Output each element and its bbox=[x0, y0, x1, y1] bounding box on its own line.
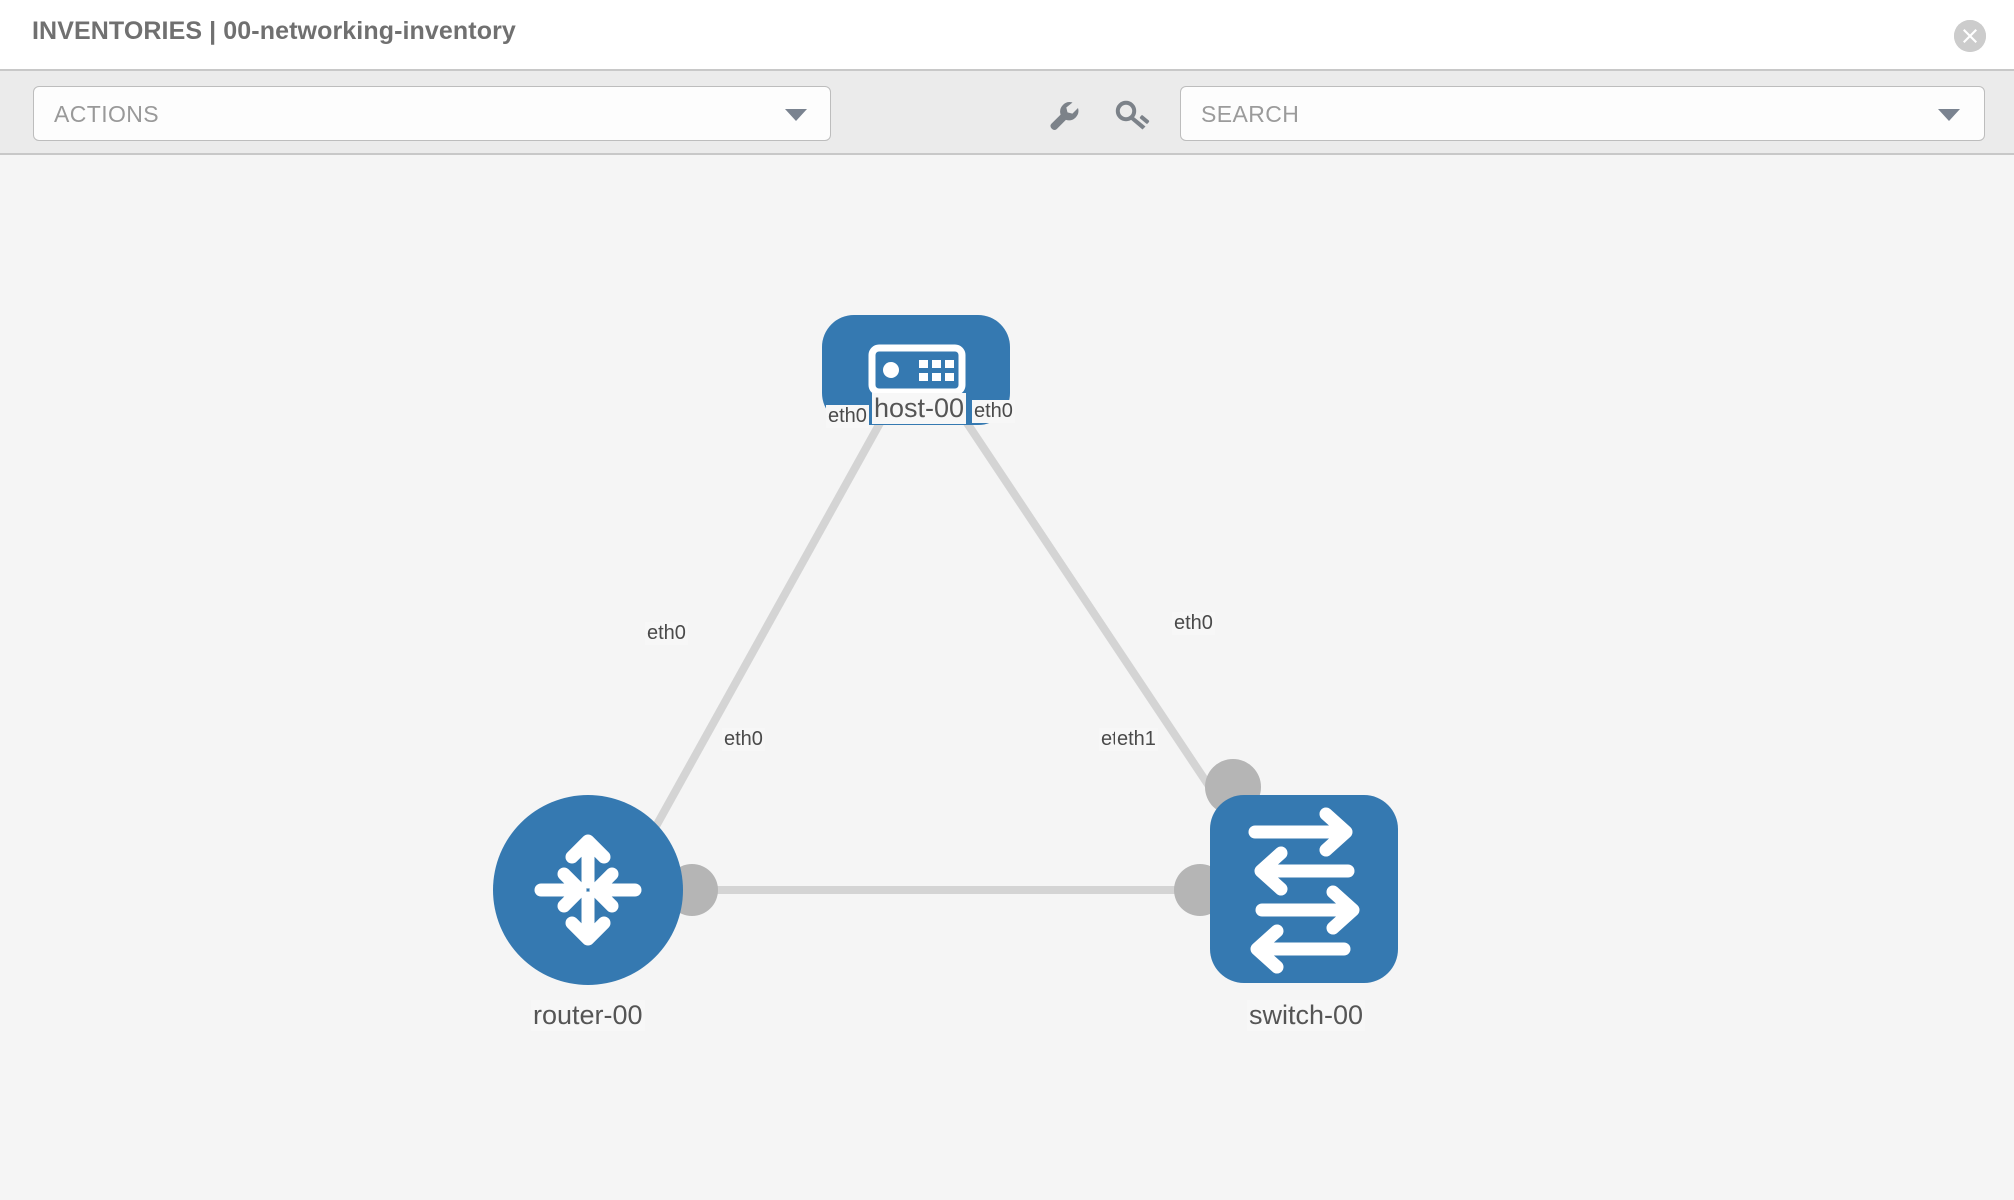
iface-label-switch-eth1-trunk: eth1 bbox=[1115, 728, 1158, 751]
iface-label-switch-eth0-uplink: eth0 bbox=[1172, 612, 1215, 635]
iface-label-host-eth0-left: eth0 bbox=[826, 405, 869, 428]
topology-canvas[interactable]: host-00 router-00 switch-00 eth0 eth0 et… bbox=[0, 155, 2014, 1200]
search-input[interactable]: SEARCH bbox=[1180, 86, 1985, 141]
node-switch-00[interactable] bbox=[1210, 795, 1398, 983]
link-host-router[interactable] bbox=[636, 403, 894, 857]
search-placeholder: SEARCH bbox=[1201, 101, 1300, 127]
node-label-router-00: router-00 bbox=[531, 1000, 645, 1031]
iface-label-router-eth0-trunk: eth0 bbox=[722, 728, 765, 751]
switch-arrows-icon bbox=[1248, 807, 1360, 974]
actions-dropdown-label: ACTIONS bbox=[54, 101, 160, 127]
page-title: INVENTORIES | 00-networking-inventory bbox=[32, 17, 516, 45]
iface-label-host-eth0-right: eth0 bbox=[972, 400, 1015, 423]
node-label-host-00: host-00 bbox=[872, 393, 967, 424]
key-icon[interactable] bbox=[1112, 95, 1152, 135]
chevron-down-icon[interactable] bbox=[1938, 109, 1960, 121]
page-header: INVENTORIES | 00-networking-inventory bbox=[0, 0, 2014, 69]
topology-graph bbox=[493, 315, 1398, 985]
iface-label-router-eth0-uplink: eth0 bbox=[645, 622, 688, 645]
node-label-switch-00: switch-00 bbox=[1247, 1000, 1366, 1031]
wrench-icon[interactable] bbox=[1043, 95, 1083, 135]
router-arrows-icon bbox=[534, 834, 642, 946]
node-router-00[interactable] bbox=[493, 795, 683, 985]
toolbar: ACTIONS SEARCH bbox=[0, 69, 2014, 155]
server-chassis-icon bbox=[868, 344, 966, 396]
chevron-down-icon bbox=[785, 109, 807, 121]
actions-dropdown[interactable]: ACTIONS bbox=[33, 86, 831, 141]
close-icon[interactable] bbox=[1954, 20, 1986, 52]
link-host-switch[interactable] bbox=[951, 402, 1219, 798]
